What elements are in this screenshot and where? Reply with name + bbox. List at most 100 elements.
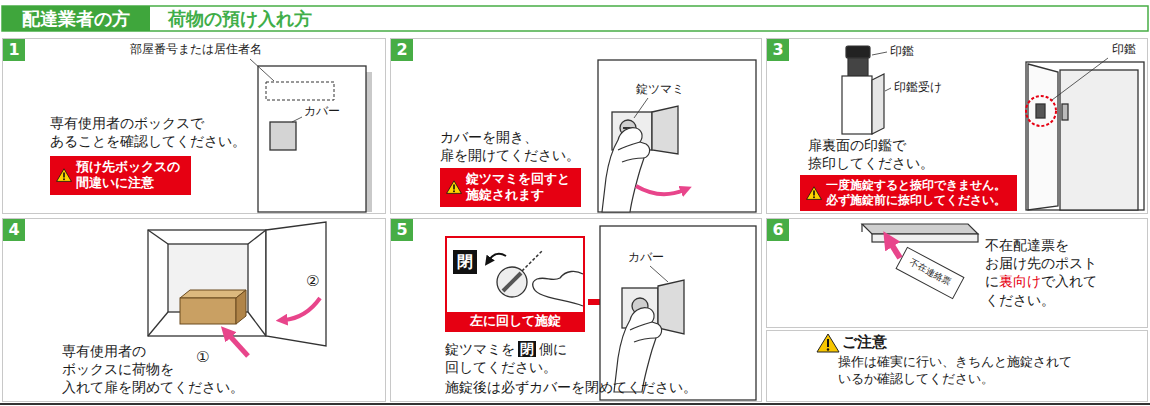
leader-line xyxy=(872,52,887,55)
instruction-text: カバーを開き、 扉を開けてください。 xyxy=(440,129,580,163)
warning-box: 預け先ボックスの 間違いに注意 xyxy=(50,156,191,195)
mailbox-door xyxy=(258,66,366,212)
hand xyxy=(630,322,652,330)
mailbox-front xyxy=(600,226,756,400)
warning-icon xyxy=(453,185,455,190)
instruction-text: 専有使用者の ボックスに荷物を 入れて扉を閉めてください。 xyxy=(62,343,244,395)
instruction-text: 錠ツマミを xyxy=(445,341,515,357)
open-cabinet xyxy=(1026,62,1144,210)
lock-turn-detail xyxy=(489,254,506,260)
part-label: 印鑑受け xyxy=(894,80,942,94)
mail-slot xyxy=(862,224,978,234)
header-tab: 配達業者の方 xyxy=(2,6,150,31)
callout-number: ① xyxy=(196,348,209,366)
warning-icon xyxy=(63,173,65,178)
caution-icon xyxy=(827,348,829,350)
instruction-text: 閉 xyxy=(518,341,536,357)
step-panel: 1預け先ボックスの 間違いに注意専有使用者のボックスで あることを確認してくださ… xyxy=(2,38,386,214)
hand xyxy=(602,128,650,212)
closed-mark: 閉 xyxy=(453,250,477,274)
step-arrow xyxy=(228,334,248,356)
seal-stamp xyxy=(842,46,884,134)
text-block: 専有使用者の ボックスに荷物を 入れて扉を閉めてください。 xyxy=(62,342,250,397)
step-panel: 4専有使用者の ボックスに荷物を 入れて扉を閉めてください。 xyxy=(2,218,386,402)
mailbox-door xyxy=(266,82,334,100)
step-panel: 2錠ツマミを回すと 施錠されますカバーを開き、 扉を開けてください。 xyxy=(390,38,762,214)
step-number-text: 6 xyxy=(767,219,789,241)
step-arrow xyxy=(228,298,320,356)
seal-stamp xyxy=(846,46,870,58)
open-mailbox xyxy=(148,312,168,336)
bottom-rule xyxy=(0,403,1150,405)
callout-number: ② xyxy=(306,272,319,290)
highlight-circle xyxy=(1026,96,1056,126)
open-cabinet xyxy=(1036,104,1045,118)
open-mailbox xyxy=(148,230,266,336)
open-cabinet xyxy=(1062,104,1068,120)
mailbox-front xyxy=(658,280,684,334)
mailbox-front xyxy=(598,60,756,212)
open-cabinet xyxy=(1026,62,1144,210)
lock-direction-frame: 閉左に回して施錠 xyxy=(445,236,585,332)
part-label: カバー xyxy=(628,250,664,264)
warning-icon xyxy=(813,196,815,198)
bottom-rule xyxy=(0,404,1150,405)
open-mailbox xyxy=(248,230,266,244)
text-block: 専有使用者のボックスで あることを確認してください。 xyxy=(50,114,252,150)
insert-arrow xyxy=(890,242,900,258)
lock-turn-detail xyxy=(489,251,583,306)
warning-text: 錠ツマミを回すと 施錠されます xyxy=(466,171,575,204)
step-number: 5 xyxy=(391,219,413,241)
instruction-text: 扉裏面の印鑑で 捺印してください。 xyxy=(808,137,934,171)
text-block: ご注意 xyxy=(842,333,887,353)
instruction-text: 操作は確実に行い、きちんと施錠されて いるか確認してください。 xyxy=(838,354,1072,386)
part-label: 印鑑 xyxy=(1112,42,1136,56)
step-number: 6 xyxy=(767,219,789,241)
instruction-text: 施錠後は必ずカバーを閉めてください。 xyxy=(445,379,697,395)
warning-text: 一度施錠すると捺印できません。 必ず施錠前に捺印してください。 xyxy=(826,178,1011,208)
text-block: 錠ツマミを閉側に 回してください。 xyxy=(445,340,585,376)
insert-arrow xyxy=(890,242,900,258)
absence-slip xyxy=(896,247,964,298)
parcel xyxy=(180,298,236,324)
banner-text: 左に回して施錠 xyxy=(447,312,583,330)
closed-mark-text: 閉 xyxy=(453,250,477,274)
part-label: カバー xyxy=(304,104,340,118)
mailbox-front xyxy=(598,60,756,212)
text-block: 施錠後は必ずカバーを閉めてください。 xyxy=(445,378,697,396)
open-cabinet xyxy=(1060,70,1138,210)
part-label: 印鑑 xyxy=(890,44,914,58)
caution-panel: ご注意操作は確実に行い、きちんと施錠されて いるか確認してください。 xyxy=(766,330,1148,402)
instruction-text: ご注意 xyxy=(842,333,887,351)
seal-stamp xyxy=(872,74,884,134)
parcel xyxy=(236,290,246,324)
step-number: 3 xyxy=(767,39,789,61)
caution-icon xyxy=(817,334,839,352)
seal-stamp xyxy=(842,76,872,134)
open-mailbox xyxy=(266,222,326,346)
leader-line xyxy=(292,117,302,122)
absence-slip xyxy=(896,247,964,298)
warning-text: 預け先ボックスの 間違いに注意 xyxy=(76,159,185,192)
text-block: 扉裏面の印鑑で 捺印してください。 xyxy=(808,136,940,172)
hand xyxy=(622,158,644,162)
open-mailbox xyxy=(148,230,168,244)
mailbox-door xyxy=(366,72,372,212)
part-label: 部屋番号または居住者名 xyxy=(130,43,262,57)
warning-icon xyxy=(446,180,462,194)
leader-line xyxy=(650,266,668,282)
opening-arrow xyxy=(636,186,684,194)
text-block: 不在配達票を お届け先のポスト に裏向けで入れて ください。 xyxy=(985,236,1105,309)
step-panel: 3 一度施錠すると捺印できません。 必ず施錠前に捺印してください。 扉裏面の印鑑で … xyxy=(766,38,1148,214)
opening-arrow xyxy=(636,186,684,194)
mailbox-front xyxy=(600,226,756,400)
parcel xyxy=(180,290,246,324)
leader-line xyxy=(1052,58,1108,100)
open-mailbox xyxy=(148,222,326,346)
lock-turn-detail xyxy=(522,251,542,271)
hand xyxy=(634,338,656,342)
step-number-text: 3 xyxy=(767,39,789,61)
instruction-text: 裏向け xyxy=(999,273,1041,289)
header-label: 配達業者の方 xyxy=(22,6,130,31)
step-number-text: 5 xyxy=(391,219,413,241)
